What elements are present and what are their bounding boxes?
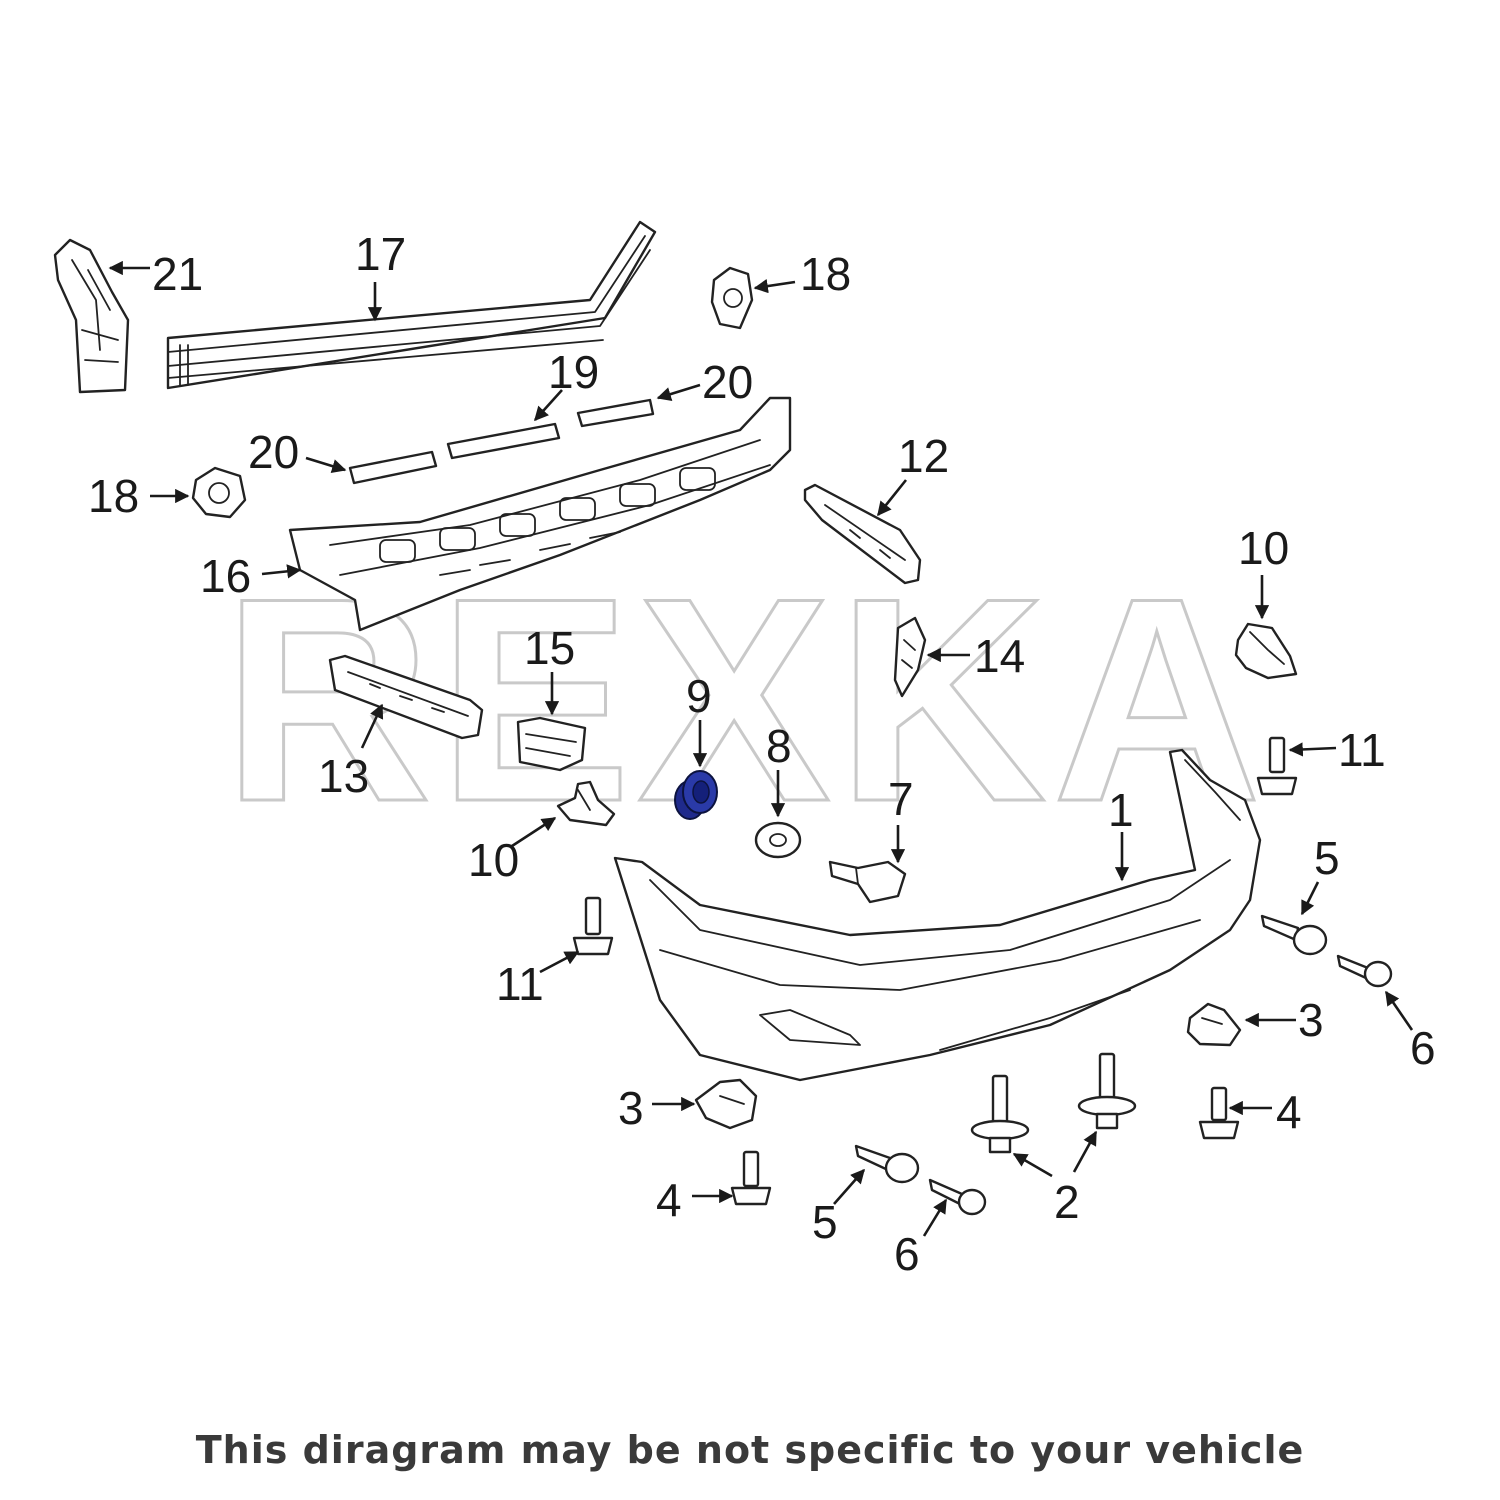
part-11-bolt-right xyxy=(1256,736,1298,796)
part-21-bracket xyxy=(53,238,130,394)
callout-19: 19 xyxy=(548,346,599,398)
callout-3-left: 3 xyxy=(618,1082,644,1134)
callout-13: 13 xyxy=(318,750,369,802)
part-9-grommet-highlighted xyxy=(674,770,718,820)
part-20-pin-right xyxy=(576,398,655,428)
part-18-nut-top xyxy=(710,266,754,330)
part-6-screw-left xyxy=(928,1178,987,1216)
part-2-fastener-right xyxy=(1077,1052,1137,1130)
callout-3-right: 3 xyxy=(1298,994,1324,1046)
part-10-retainer-left xyxy=(556,780,616,827)
callout-6-right: 6 xyxy=(1410,1022,1436,1074)
callout-4-right: 4 xyxy=(1276,1086,1302,1138)
callout-12: 12 xyxy=(898,430,949,482)
part-5-screw-right xyxy=(1260,914,1328,956)
callout-21: 21 xyxy=(152,248,203,300)
callout-17: 17 xyxy=(355,228,406,280)
callout-20-left: 20 xyxy=(248,426,299,478)
part-8-washer xyxy=(754,821,802,859)
callout-8: 8 xyxy=(766,720,792,772)
callout-numbers: 21 17 18 19 20 20 18 16 12 10 14 15 13 9… xyxy=(88,228,1436,1280)
part-17-reinforcement xyxy=(166,220,657,390)
callout-1: 1 xyxy=(1108,784,1134,836)
part-4-bolt-left xyxy=(730,1150,772,1206)
part-11-bolt-left xyxy=(572,896,614,956)
disclaimer-text: This diragram may be not specific to you… xyxy=(195,1428,1305,1472)
callout-5-right: 5 xyxy=(1314,832,1340,884)
callout-5-left: 5 xyxy=(812,1196,838,1248)
part-14-clip xyxy=(893,616,927,698)
callout-10-right: 10 xyxy=(1238,522,1289,574)
callout-10-left: 10 xyxy=(468,834,519,886)
part-16-energy-absorber xyxy=(288,396,792,632)
callout-11-left: 11 xyxy=(496,958,544,1010)
callout-18-top: 18 xyxy=(800,248,851,300)
part-4-bolt-right xyxy=(1198,1086,1240,1140)
callout-9: 9 xyxy=(686,670,712,722)
part-3-clip-right xyxy=(1186,1002,1242,1047)
part-1-bumper-cover xyxy=(613,748,1262,1082)
callout-14: 14 xyxy=(974,630,1025,682)
part-19-pin xyxy=(446,422,561,460)
callout-4-left: 4 xyxy=(656,1174,682,1226)
callout-7: 7 xyxy=(888,773,914,825)
callout-18-left: 18 xyxy=(88,470,139,522)
part-5-screw-left xyxy=(854,1144,920,1184)
callout-15: 15 xyxy=(524,622,575,674)
callout-16: 16 xyxy=(200,550,251,602)
part-2-fastener-left xyxy=(970,1074,1030,1154)
part-12-side-bracket xyxy=(803,483,922,585)
callout-11-right: 11 xyxy=(1338,724,1386,776)
part-10-retainer-right xyxy=(1234,622,1298,680)
part-13-bracket xyxy=(328,654,484,740)
part-15-bracket xyxy=(516,716,587,772)
part-20-pin-left xyxy=(348,450,438,485)
part-6-screw-right xyxy=(1336,954,1393,988)
callout-2: 2 xyxy=(1054,1176,1080,1228)
part-3-clip-left xyxy=(694,1078,758,1130)
part-18-nut-left xyxy=(191,466,247,519)
leader-lines xyxy=(108,260,1414,1237)
callout-20-right: 20 xyxy=(702,356,753,408)
part-7-sensor xyxy=(828,860,907,904)
callout-6-left: 6 xyxy=(894,1228,920,1280)
